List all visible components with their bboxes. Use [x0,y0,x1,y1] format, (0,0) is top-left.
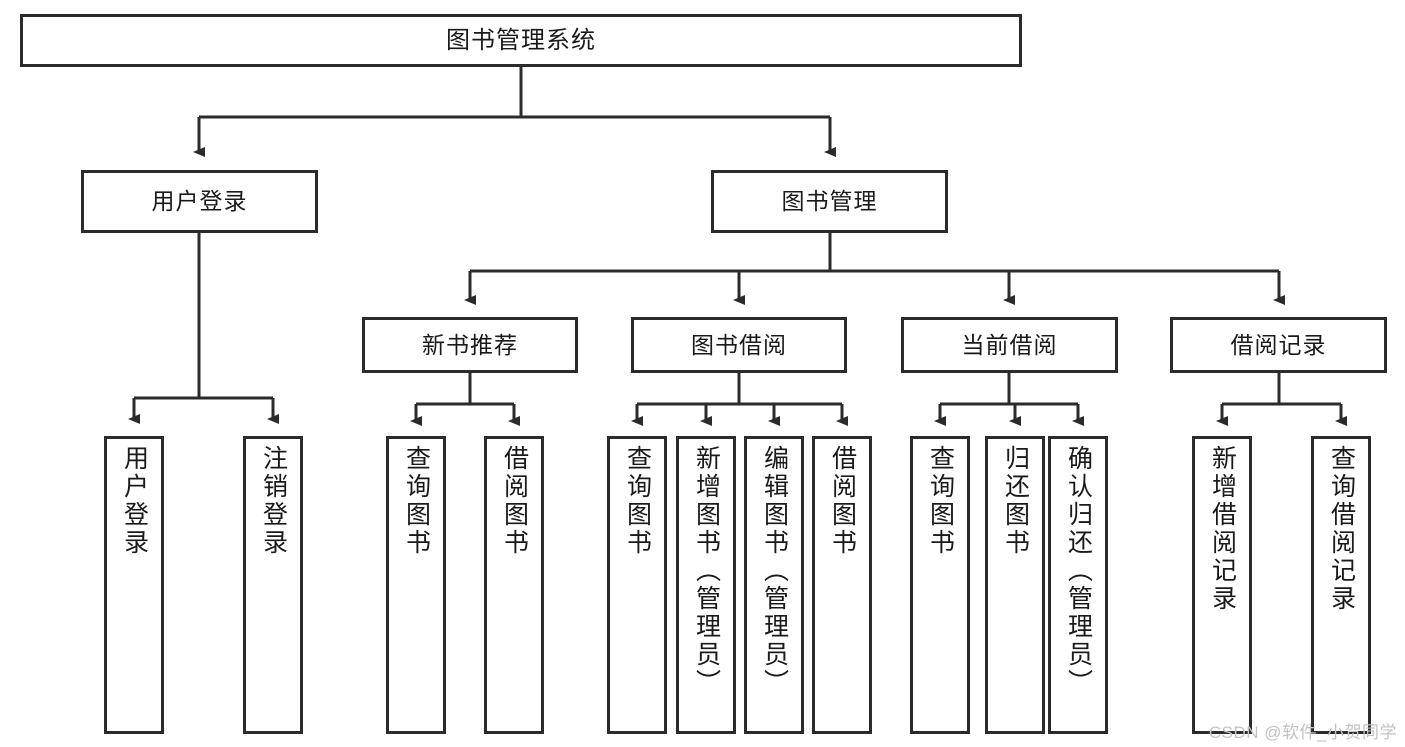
leaf-borrow-book[interactable]: 借阅图书 [812,436,872,734]
watermark: CSDN @软件_小贺同学 [1208,723,1397,742]
leaf-user-login-label: 用户登录 [120,445,149,557]
leaf-query-book-recommend[interactable]: 查询图书 [386,436,446,734]
leaf-confirm-return-admin-label: 确认归还（管理员） [1064,445,1093,697]
leaf-query-borrow-record[interactable]: 查询借阅记录 [1311,436,1371,734]
leaf-query-book-borrow[interactable]: 查询图书 [607,436,667,734]
node-user-login-label: 用户登录 [151,188,248,215]
node-new-book-recommend[interactable]: 新书推荐 [362,317,578,373]
node-book-borrow[interactable]: 图书借阅 [631,317,847,373]
node-borrow-record[interactable]: 借阅记录 [1170,317,1387,373]
leaf-query-borrow-record-label: 查询借阅记录 [1327,445,1356,613]
leaf-return-book-label: 归还图书 [1001,445,1030,557]
leaf-borrow-book-label: 借阅图书 [828,445,857,557]
leaf-query-book-recommend-label: 查询图书 [402,445,431,557]
leaf-logout[interactable]: 注销登录 [243,436,303,734]
leaf-add-borrow-record-label: 新增借阅记录 [1208,445,1237,613]
leaf-add-borrow-record[interactable]: 新增借阅记录 [1192,436,1252,734]
node-book-management-label: 图书管理 [781,188,878,215]
leaf-borrow-book-recommend[interactable]: 借阅图书 [484,436,544,734]
leaf-edit-book-admin[interactable]: 编辑图书（管理员） [744,436,804,734]
leaf-return-book[interactable]: 归还图书 [985,436,1045,734]
leaf-add-book-admin-label: 新增图书（管理员） [692,445,721,697]
leaf-borrow-book-recommend-label: 借阅图书 [500,445,529,557]
node-book-management[interactable]: 图书管理 [711,170,948,233]
leaf-add-book-admin[interactable]: 新增图书（管理员） [676,436,736,734]
leaf-confirm-return-admin[interactable]: 确认归还（管理员） [1048,436,1108,734]
leaf-query-book-borrow-label: 查询图书 [623,445,652,557]
node-borrow-record-label: 借阅记录 [1230,331,1327,358]
node-user-login[interactable]: 用户登录 [81,170,318,233]
leaf-query-book-current[interactable]: 查询图书 [910,436,970,734]
node-current-borrow[interactable]: 当前借阅 [901,317,1118,373]
node-root[interactable]: 图书管理系统 [20,14,1022,67]
node-book-borrow-label: 图书借阅 [691,331,787,358]
node-current-borrow-label: 当前借阅 [961,331,1058,358]
leaf-query-book-current-label: 查询图书 [926,445,955,557]
node-new-book-recommend-label: 新书推荐 [422,331,518,358]
leaf-user-login[interactable]: 用户登录 [104,436,164,734]
leaf-edit-book-admin-label: 编辑图书（管理员） [760,445,789,697]
node-root-label: 图书管理系统 [446,26,596,54]
leaf-logout-label: 注销登录 [259,445,288,557]
